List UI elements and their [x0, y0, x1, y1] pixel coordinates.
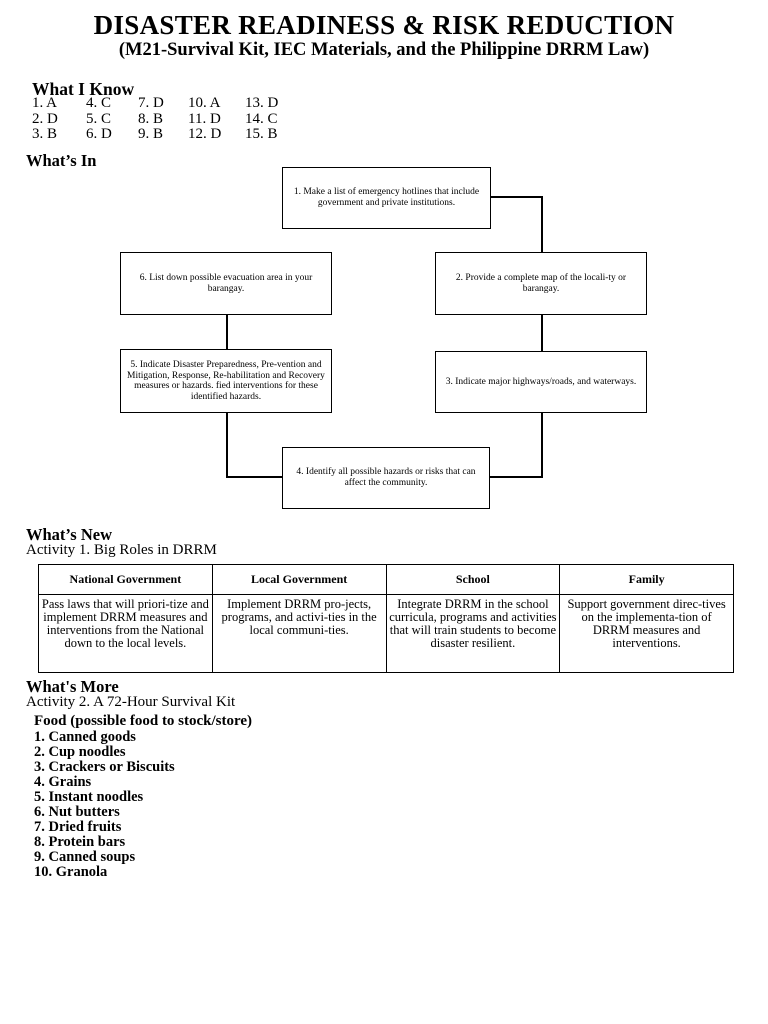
- activity-1-label: Activity 1. Big Roles in DRRM: [26, 542, 217, 558]
- answer-item: 14. C: [245, 110, 278, 127]
- answer-item: 8. B: [138, 110, 164, 127]
- answer-item: 6. D: [86, 126, 112, 142]
- list-item: 2. Cup noodles: [34, 744, 126, 760]
- cell-school: Integrate DRRM in the school curricula, …: [385, 594, 561, 673]
- cell-local: Implement DRRM pro-jects, programs, and …: [211, 594, 387, 673]
- answer-item: 2. D: [32, 110, 58, 127]
- list-item: 3. Crackers or Biscuits: [34, 759, 175, 775]
- whats-new-heading: What’s New: [26, 525, 113, 544]
- step-box-2: 2. Provide a complete map of the locali-…: [435, 252, 647, 315]
- step-box-5: 5. Indicate Disaster Preparedness, Pre-v…: [120, 349, 332, 413]
- list-item: 7. Dried fruits: [34, 819, 122, 835]
- activity-2-label: Activity 2. A 72-Hour Survival Kit: [26, 694, 236, 710]
- whats-in-heading: What’s In: [26, 151, 97, 170]
- list-item: 5. Instant noodles: [34, 789, 144, 805]
- answer-item: 1. A: [32, 95, 58, 111]
- connector-line: [490, 476, 543, 478]
- answer-item: 7. D: [138, 95, 164, 111]
- list-item: 8. Protein bars: [34, 834, 126, 850]
- answer-item: 12. D: [188, 126, 222, 142]
- answer-item: 11. D: [188, 110, 221, 127]
- col-header-national: National Government: [38, 564, 213, 595]
- answer-item: 3. B: [32, 126, 58, 142]
- answer-item: 5. C: [86, 110, 112, 127]
- col-header-family: Family: [559, 564, 734, 595]
- connector-line: [541, 315, 543, 351]
- answer-item: 15. B: [245, 126, 278, 142]
- col-header-local: Local Government: [211, 564, 387, 595]
- whats-more-heading: What's More: [26, 677, 119, 696]
- answer-item: 10. A: [188, 95, 221, 111]
- what-i-know-heading: What I Know: [32, 79, 135, 99]
- answer-item: 4. C: [86, 95, 112, 111]
- roles-table: National Government Local Government Sch…: [38, 564, 734, 673]
- connector-line: [226, 412, 228, 478]
- cell-national: Pass laws that will priori-tize and impl…: [38, 594, 213, 673]
- cell-family: Support government direc-tives on the im…: [559, 594, 734, 673]
- connector-line: [541, 196, 543, 252]
- connector-line: [541, 412, 543, 478]
- answer-item: 13. D: [245, 95, 279, 111]
- table-header-row: National Government Local Government Sch…: [38, 564, 734, 595]
- page-title: DISASTER READINESS & RISK REDUCTION: [93, 10, 675, 40]
- step-box-3: 3. Indicate major highways/roads, and wa…: [435, 351, 647, 413]
- answer-item: 9. B: [138, 126, 164, 142]
- step-box-6: 6. List down possible evacuation area in…: [120, 252, 332, 315]
- list-item: 9. Canned soups: [34, 849, 136, 865]
- food-list: 1. Canned goods 2. Cup noodles 3. Cracke…: [34, 730, 175, 880]
- list-item: 10. Granola: [34, 864, 108, 880]
- step-box-4: 4. Identify all possible hazards or risk…: [282, 447, 490, 509]
- list-item: 4. Grains: [34, 774, 92, 790]
- col-header-school: School: [385, 564, 561, 595]
- page-subtitle: (M21-Survival Kit, IEC Materials, and th…: [118, 40, 650, 60]
- list-item: 6. Nut butters: [34, 804, 120, 820]
- connector-line: [491, 196, 543, 198]
- connector-line: [226, 476, 282, 478]
- table-row: Pass laws that will priori-tize and impl…: [38, 594, 734, 673]
- list-item: 1. Canned goods: [34, 729, 136, 745]
- food-heading: Food (possible food to stock/store): [34, 713, 253, 729]
- connector-line: [226, 315, 228, 349]
- step-box-1: 1. Make a list of emergency hotlines tha…: [282, 167, 491, 229]
